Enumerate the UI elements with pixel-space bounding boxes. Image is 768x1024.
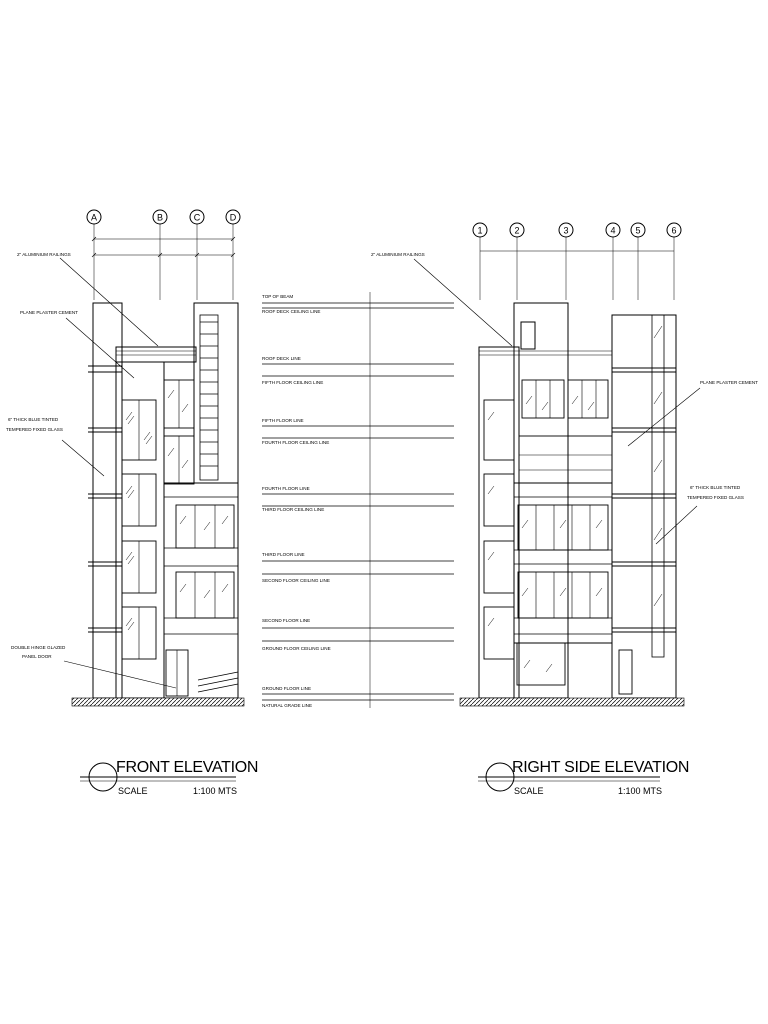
front-note-glass-1: 6" THICK BLUE TINTED <box>8 417 59 422</box>
front-elevation: A B C D <box>6 209 259 796</box>
level-label: NATURAL GRADE LINE <box>262 703 312 708</box>
front-title-block: FRONT ELEVATION SCALE 1:100 MTS <box>80 759 259 796</box>
side-grid-bubbles: 1 2 3 4 5 6 <box>472 222 682 300</box>
side-scale-value: 1:100 MTS <box>618 786 662 796</box>
front-note-door-1: DOUBLE HINGE GLAZED <box>11 645 66 650</box>
level-legend: TOP OF BEAM ROOF DECK CEILING LINE ROOF … <box>262 292 454 708</box>
side-scale-label: SCALE <box>514 786 544 796</box>
front-note-plaster: PLANE PLASTER CEMENT <box>20 310 78 315</box>
side-windows <box>483 379 633 695</box>
side-building <box>459 302 685 707</box>
front-scale-label: SCALE <box>118 786 148 796</box>
front-scale-value: 1:100 MTS <box>193 786 237 796</box>
side-ground-hatch <box>459 697 685 707</box>
front-note-glass-2: TEMPERED FIXED GLASS <box>6 427 63 432</box>
grid-label-1: 1 <box>477 226 482 236</box>
glass-hatch <box>125 389 229 631</box>
front-note-door-2: PANEL DOOR <box>22 654 52 659</box>
level-label: GROUND FLOOR CEILING LINE <box>262 646 331 651</box>
side-elevation-title: RIGHT SIDE ELEVATION <box>512 759 689 776</box>
front-windows <box>121 379 235 660</box>
side-note-glass-1: 6" THICK BLUE TINTED <box>690 485 741 490</box>
front-notes: 2" ALUMINIUM RAILINGS PLANE PLASTER CEME… <box>6 252 177 689</box>
level-label: FIFTH FLOOR LINE <box>262 418 304 423</box>
side-title-block: RIGHT SIDE ELEVATION SCALE 1:100 MTS <box>478 759 689 796</box>
level-label: ROOF DECK LINE <box>262 356 301 361</box>
side-notes: 2" ALUMINIUM RAILINGS PLANE PLASTER CEME… <box>371 252 758 545</box>
side-note-glass-2: TEMPERED FIXED GLASS <box>687 495 744 500</box>
front-building <box>71 302 245 707</box>
grid-label-6: 6 <box>671 226 676 236</box>
side-elevation: 1 2 3 4 5 6 <box>371 222 758 796</box>
grid-label-a: A <box>91 213 97 223</box>
level-label: SECOND FLOOR CEILING LINE <box>262 578 330 583</box>
level-label: TOP OF BEAM <box>262 294 293 299</box>
front-ground-hatch <box>71 697 245 707</box>
front-dimension-lines <box>91 236 236 258</box>
grid-label-5: 5 <box>635 226 640 236</box>
level-label: GROUND FLOOR LINE <box>262 686 311 691</box>
level-label: ROOF DECK CEILING LINE <box>262 309 320 314</box>
side-glass-hatch <box>487 325 663 673</box>
front-grid-bubbles: A B C D <box>86 209 241 300</box>
grid-label-c: C <box>194 213 201 223</box>
front-elevation-title: FRONT ELEVATION <box>116 759 258 776</box>
level-label: FOURTH FLOOR LINE <box>262 486 310 491</box>
level-label: FIFTH FLOOR CEILING LINE <box>262 380 323 385</box>
level-label: SECOND FLOOR LINE <box>262 618 310 623</box>
side-note-plaster: PLANE PLASTER CEMENT <box>700 380 758 385</box>
grid-label-3: 3 <box>563 226 568 236</box>
grid-label-b: B <box>157 213 163 223</box>
grid-label-2: 2 <box>514 226 519 236</box>
front-note-railings: 2" ALUMINIUM RAILINGS <box>17 252 71 257</box>
grid-label-d: D <box>230 213 237 223</box>
level-label: THIRD FLOOR CEILING LINE <box>262 507 324 512</box>
side-note-railings: 2" ALUMINIUM RAILINGS <box>371 252 425 257</box>
level-lines <box>262 302 454 701</box>
grid-label-4: 4 <box>610 226 615 236</box>
level-labels: TOP OF BEAM ROOF DECK CEILING LINE ROOF … <box>262 294 331 708</box>
stair-louvres <box>199 314 219 481</box>
level-label: THIRD FLOOR LINE <box>262 552 305 557</box>
level-label: FOURTH FLOOR CEILING LINE <box>262 440 329 445</box>
